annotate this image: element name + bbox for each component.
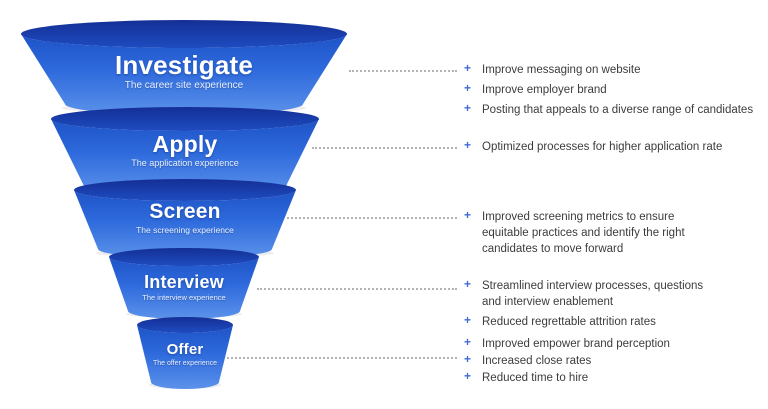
list-item: + Improved screening metrics to ensure e… xyxy=(464,208,716,257)
plus-icon: + xyxy=(464,369,472,383)
plus-icon: + xyxy=(464,61,472,75)
plus-icon: + xyxy=(464,277,472,291)
list-item: + Reduced regrettable attrition rates xyxy=(464,313,716,330)
points-offer: + Improved empower brand perception + In… xyxy=(464,335,768,387)
connector-screen xyxy=(287,217,457,219)
funnel-graphic xyxy=(21,20,347,389)
funnel-segment-screen xyxy=(74,190,296,258)
funnel-rim-apply xyxy=(51,107,319,131)
list-item: + Improve messaging on website xyxy=(464,61,768,78)
points-investigate: + Improve messaging on website + Improve… xyxy=(464,61,768,122)
plus-icon: + xyxy=(464,313,472,327)
funnel-rim-screen xyxy=(74,179,296,201)
point-text: Increased close rates xyxy=(482,355,592,367)
point-text: Optimized processes for higher applicati… xyxy=(482,141,723,153)
point-text: Reduced regrettable attrition rates xyxy=(482,316,656,328)
plus-icon: + xyxy=(464,101,472,115)
list-item: + Improved empower brand perception xyxy=(464,335,768,352)
point-text: Improved empower brand perception xyxy=(482,338,670,350)
connector-apply xyxy=(312,147,457,149)
funnel-segment-offer xyxy=(137,325,233,389)
list-item: + Reduced time to hire xyxy=(464,369,768,386)
points-screen: + Improved screening metrics to ensure e… xyxy=(464,208,716,261)
point-text: Streamlined interview processes, questio… xyxy=(482,280,704,308)
plus-icon: + xyxy=(464,352,472,366)
list-item: + Improve employer brand xyxy=(464,81,768,98)
funnel-segment-investigate xyxy=(21,34,347,115)
connector-investigate xyxy=(349,70,457,72)
plus-icon: + xyxy=(464,335,472,349)
plus-icon: + xyxy=(464,138,472,152)
connector-offer xyxy=(227,357,457,359)
list-item: + Optimized processes for higher applica… xyxy=(464,138,768,155)
point-text: Improve messaging on website xyxy=(482,64,641,76)
list-item: + Streamlined interview processes, quest… xyxy=(464,277,716,310)
funnel-rim-investigate xyxy=(21,20,347,48)
point-text: Posting that appeals to a diverse range … xyxy=(482,104,754,116)
list-item: + Increased close rates xyxy=(464,352,768,369)
connector-interview xyxy=(257,288,457,290)
funnel-segment-interview xyxy=(109,257,259,319)
list-item: + Posting that appeals to a diverse rang… xyxy=(464,101,768,118)
point-text: Reduced time to hire xyxy=(482,372,589,384)
plus-icon: + xyxy=(464,81,472,95)
point-text: Improve employer brand xyxy=(482,84,607,96)
point-text: Improved screening metrics to ensure equ… xyxy=(482,211,685,255)
funnel-rim-offer xyxy=(137,317,233,333)
points-apply: + Optimized processes for higher applica… xyxy=(464,138,768,159)
plus-icon: + xyxy=(464,208,472,222)
points-interview: + Streamlined interview processes, quest… xyxy=(464,277,716,334)
funnel-segment-apply xyxy=(51,119,319,194)
funnel-rim-interview xyxy=(109,248,259,266)
